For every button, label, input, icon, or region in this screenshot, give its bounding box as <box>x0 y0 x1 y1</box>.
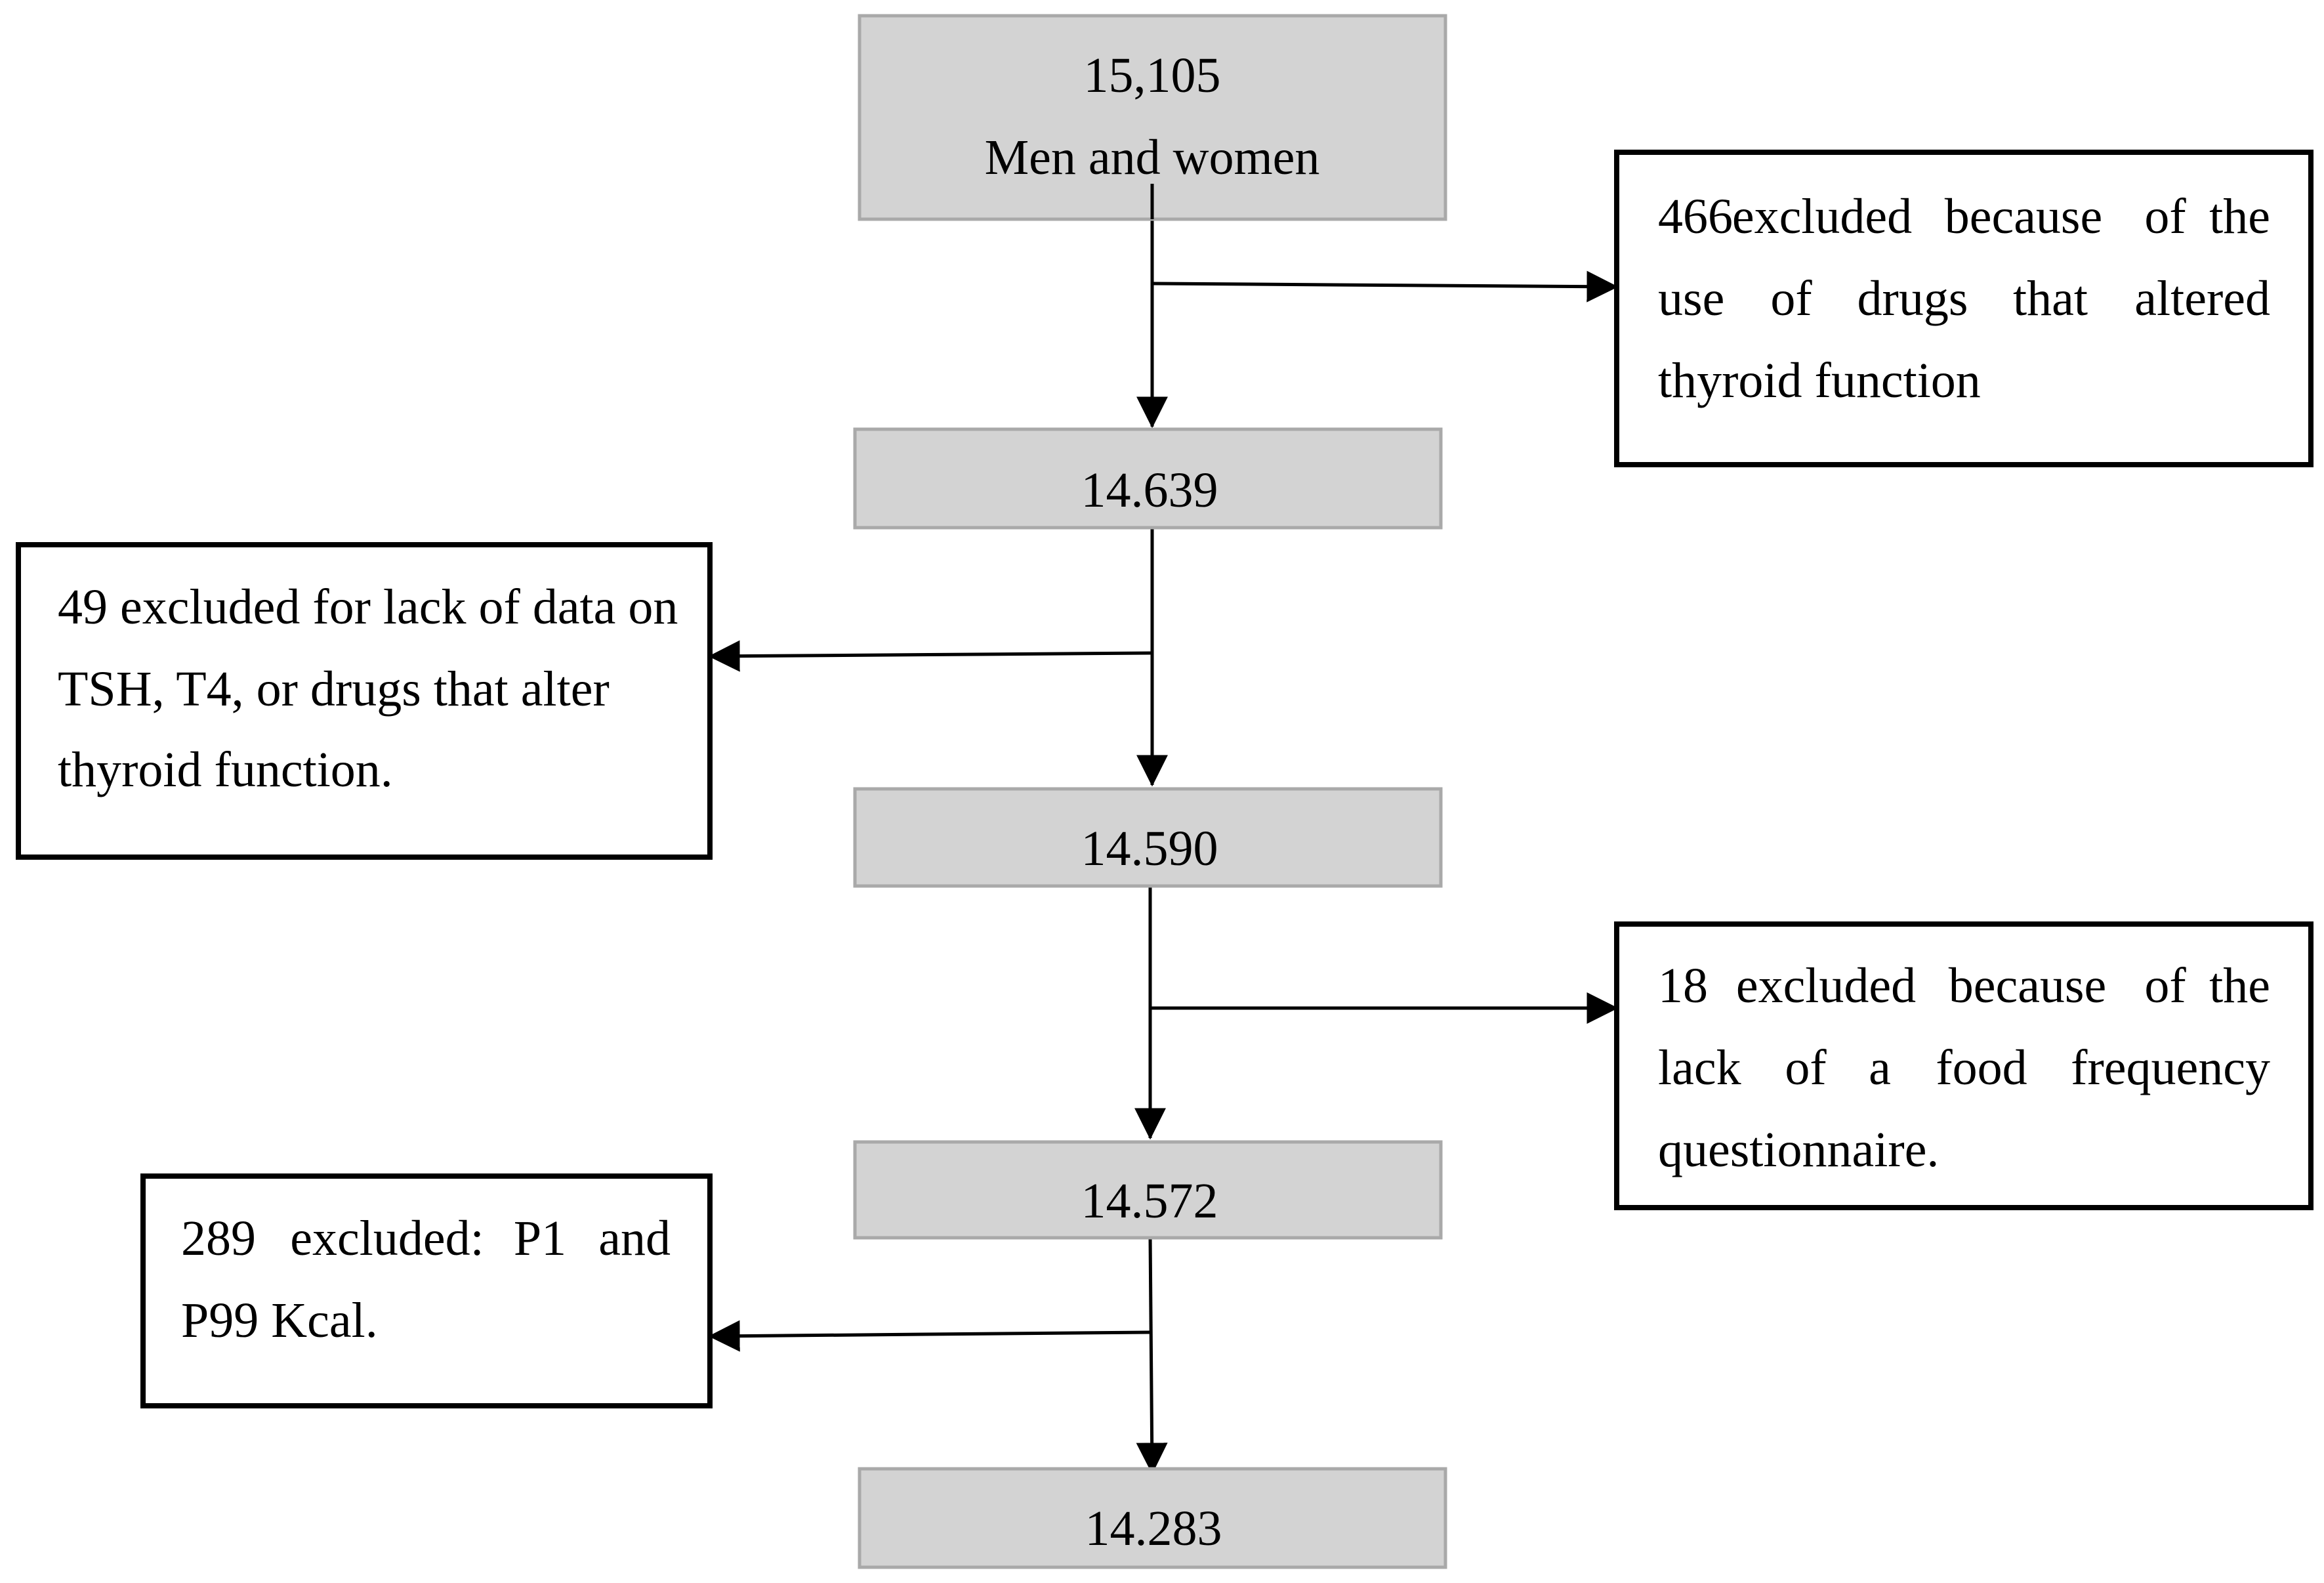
drugs-line1-word3: because <box>1945 189 2103 244</box>
exclusion-text-food-frequency: 18 excluded because of the lack of a foo… <box>1658 958 2270 1177</box>
exclusion-boxes <box>16 150 2314 1408</box>
step1-box <box>853 427 1443 530</box>
food-line2-word2: of <box>1785 1040 1827 1095</box>
kcal-line1-word4: and <box>598 1211 671 1266</box>
flow-arrow-step3-to-final <box>1136 1236 1168 1475</box>
kcal-line1-word1: 289 <box>181 1211 256 1266</box>
exclusion-text-drugs: 466 excluded because of the use of drugs… <box>1658 189 2270 408</box>
food-line3: questionnaire. <box>1658 1122 1939 1177</box>
step1-count: 14.639 <box>1081 463 1218 518</box>
food-line2-word3: a <box>1869 1040 1891 1095</box>
start-label: Men and women <box>985 130 1320 185</box>
drugs-line1-word2: excluded <box>1732 189 1912 244</box>
count-boxes <box>853 14 1447 1569</box>
final-count: 14.283 <box>1085 1501 1222 1556</box>
drugs-line2-word3: drugs <box>1857 271 1968 326</box>
missing-data-line3: thyroid function. <box>58 742 393 797</box>
kcal-line2: P99 Kcal. <box>181 1293 378 1348</box>
food-line1-word4: of <box>2144 958 2186 1013</box>
drugs-line1-word1: 466 <box>1658 189 1733 244</box>
exclusion-box-kcal <box>140 1173 713 1408</box>
food-line2-word1: lack <box>1658 1040 1741 1095</box>
step3-count: 14.572 <box>1081 1173 1218 1229</box>
food-line1-word1: 18 <box>1658 958 1708 1013</box>
food-line1-word5: the <box>2209 958 2270 1013</box>
food-line1-word3: because <box>1949 958 2107 1013</box>
step3-box <box>853 1140 1443 1240</box>
exclusion-box-food-frequency <box>1614 921 2314 1210</box>
connectors <box>708 184 1619 1475</box>
drugs-line2-word5: altered <box>2134 271 2270 326</box>
step2-count: 14.590 <box>1081 821 1218 876</box>
exclusion-text-kcal: 289 excluded: P1 and P99 Kcal. <box>181 1211 671 1348</box>
food-line2-word4: food <box>1936 1040 2027 1095</box>
step2-box <box>853 787 1443 888</box>
start-count: 15,105 <box>1084 48 1221 103</box>
count-texts: 15,105 Men and women 14.639 14.590 14.57… <box>985 48 1320 1556</box>
food-line1-word2: excluded <box>1736 958 1916 1013</box>
exclusion-arrow-drugs <box>1152 270 1619 303</box>
final-box <box>858 1467 1447 1569</box>
exclusion-arrow-missing-data <box>708 640 1153 672</box>
drugs-line1-word4: of <box>2144 189 2186 244</box>
drugs-line2-word2: of <box>1770 271 1812 326</box>
drugs-line2-word4: that <box>2013 271 2088 326</box>
exclusion-text-missing-data: 49 excluded for lack of data on TSH, T4,… <box>58 580 678 797</box>
drugs-line2-word1: use <box>1658 271 1724 326</box>
kcal-line1-word3: P1 <box>514 1211 566 1266</box>
missing-data-line2: TSH, T4, or drugs that alter <box>58 662 610 717</box>
drugs-line1-word5: the <box>2209 189 2270 244</box>
drugs-line3: thyroid function <box>1658 353 1981 408</box>
food-line2-word5: frequency <box>2071 1040 2270 1095</box>
exclusion-box-drugs <box>1614 150 2314 467</box>
exclusion-arrow-kcal <box>708 1320 1151 1352</box>
missing-data-line1: 49 excluded for lack of data on <box>58 580 678 635</box>
kcal-line1-word2: excluded: <box>290 1211 484 1266</box>
exclusion-box-missing-data <box>16 542 713 860</box>
